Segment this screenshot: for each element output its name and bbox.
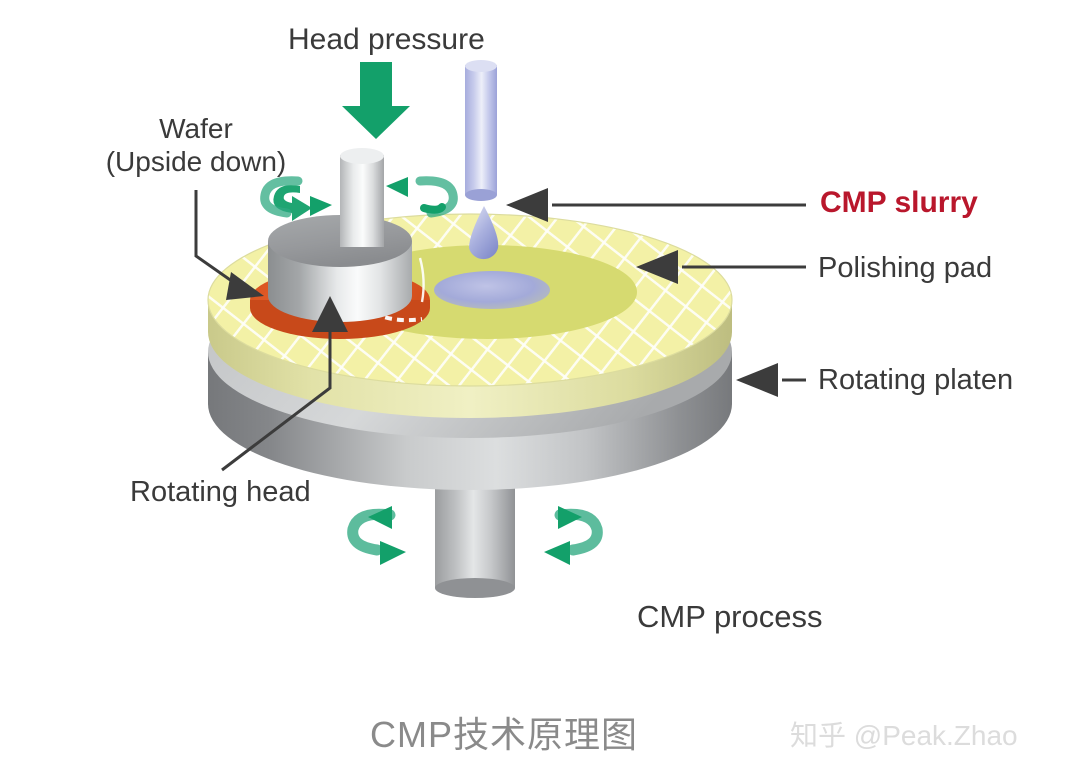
label-cmp-process: CMP process — [637, 599, 823, 634]
head-rotation-arrows — [260, 176, 458, 221]
figure-caption: CMP技术原理图 — [370, 714, 638, 755]
head-shaft — [340, 148, 384, 247]
label-head-pressure: Head pressure — [288, 23, 485, 56]
label-rotating-head: Rotating head — [130, 476, 311, 508]
label-rotating-platen: Rotating platen — [818, 364, 1014, 396]
leader-rotating-head — [221, 296, 348, 472]
platen-rotation-arrows — [347, 506, 603, 565]
leader-rotating-platen — [736, 363, 806, 397]
label-wafer: Wafer (Upside down) — [96, 112, 296, 178]
head-pressure-arrow — [342, 62, 410, 139]
leader-wafer — [194, 190, 264, 300]
label-polishing-pad: Polishing pad — [818, 252, 993, 284]
label-wafer-line1: Wafer — [159, 113, 233, 144]
rotating-head — [268, 148, 425, 322]
slurry-droplet — [469, 206, 499, 260]
label-wafer-line2: (Upside down) — [105, 146, 287, 178]
leader-polishing-pad — [636, 250, 806, 284]
watermark: 知乎 @Peak.Zhao — [790, 720, 1018, 751]
leader-cmp-slurry — [506, 188, 806, 222]
label-cmp-slurry: CMP slurry — [820, 186, 978, 219]
slurry-nozzle — [465, 60, 497, 201]
slurry-puddle — [434, 271, 550, 309]
